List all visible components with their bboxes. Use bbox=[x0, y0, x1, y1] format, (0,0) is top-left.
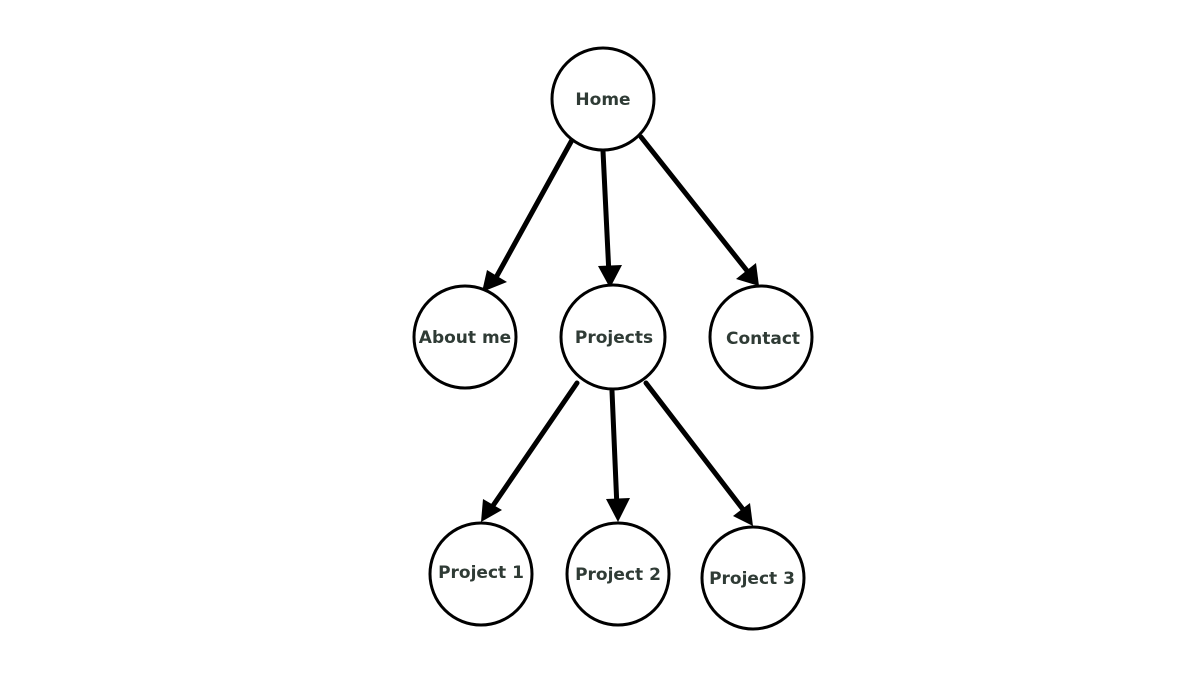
edge-home-projects bbox=[600, 148, 612, 278]
node-about: About me bbox=[412, 284, 518, 390]
node-label-project1: Project 1 bbox=[438, 563, 524, 583]
edges bbox=[481, 134, 759, 526]
edge-projects-project1 bbox=[487, 380, 580, 513]
arrowhead-home-about bbox=[482, 270, 507, 292]
node-project1: Project 1 bbox=[428, 521, 534, 627]
arrowhead-projects-project1 bbox=[481, 499, 502, 522]
arrowhead-home-projects bbox=[598, 265, 622, 288]
edge-projects-project2 bbox=[609, 388, 620, 511]
edge-projects-project3 bbox=[643, 380, 748, 515]
node-project3: Project 3 bbox=[700, 525, 806, 631]
arrowhead-home-contact bbox=[736, 263, 759, 286]
node-label-about: About me bbox=[419, 328, 511, 348]
node-label-project2: Project 2 bbox=[575, 565, 661, 585]
node-home: Home bbox=[550, 46, 656, 152]
node-project2: Project 2 bbox=[565, 521, 671, 627]
node-label-project3: Project 3 bbox=[709, 569, 795, 589]
node-contact: Contact bbox=[708, 284, 814, 390]
node-projects: Projects bbox=[559, 283, 667, 391]
arrowhead-projects-project2 bbox=[606, 498, 630, 522]
node-label-home: Home bbox=[575, 90, 630, 110]
node-label-projects: Projects bbox=[575, 328, 653, 348]
arrowhead-projects-project3 bbox=[733, 503, 753, 526]
node-label-contact: Contact bbox=[726, 329, 800, 349]
edge-home-contact bbox=[638, 134, 751, 275]
edge-home-about bbox=[490, 137, 575, 286]
